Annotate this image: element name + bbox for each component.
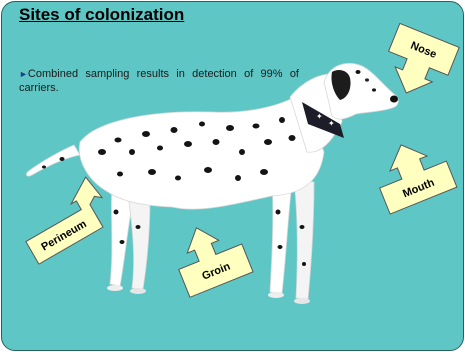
- svg-text:✦: ✦: [328, 119, 335, 128]
- callout-mouth: Mouth: [368, 131, 457, 214]
- callout-groin: Groin: [167, 214, 253, 297]
- callout-perineum: Perineum: [13, 175, 115, 264]
- svg-text:✦: ✦: [316, 112, 323, 121]
